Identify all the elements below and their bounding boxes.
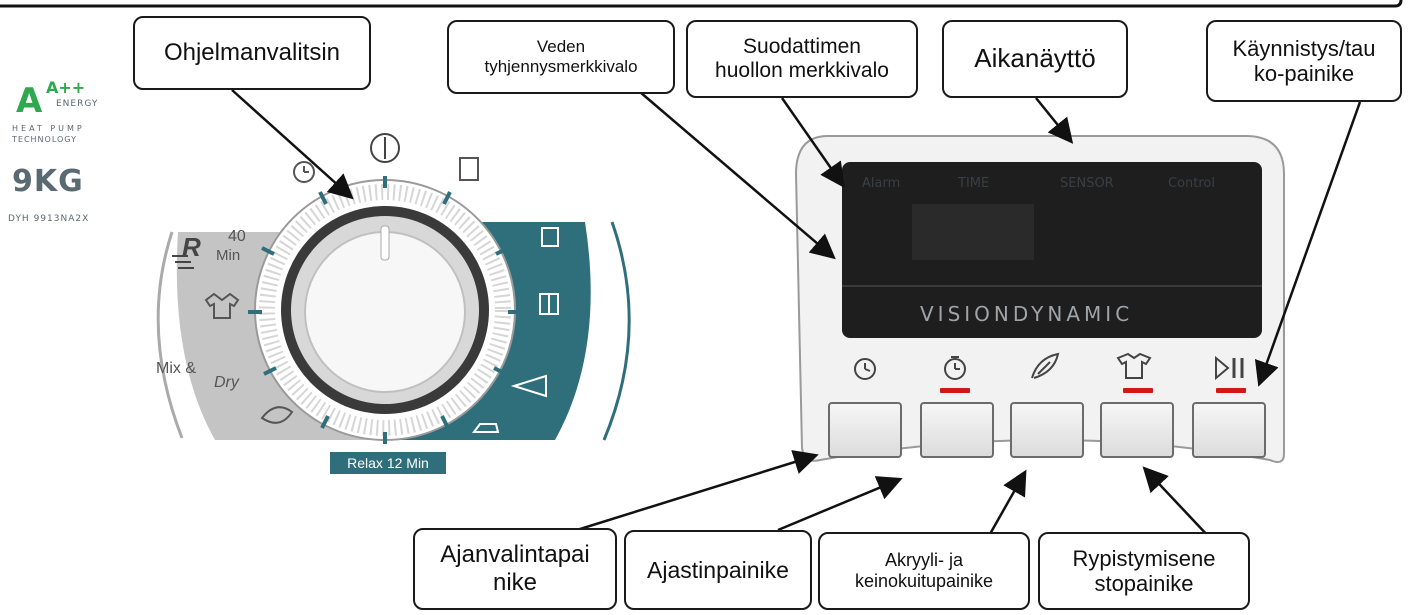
callout-program-selector: Ohjelmanvalitsin xyxy=(133,16,371,90)
timer-button[interactable] xyxy=(920,402,994,458)
capacity-label: 9KG xyxy=(12,164,84,199)
callout-time-display-text: Aikanäyttö xyxy=(974,43,1096,74)
energy-a-icon: A xyxy=(16,81,43,121)
callout-time-select-line2: nike xyxy=(492,569,538,596)
arrow-wrinkle xyxy=(1142,466,1211,539)
timer-led xyxy=(940,388,970,393)
callout-start-pause-line2: ko-painike xyxy=(1253,61,1355,86)
time-select-button[interactable] xyxy=(828,402,902,458)
lcd-label-alarm: Alarm xyxy=(862,176,901,191)
callout-filter-line2: huollon merkkivalo xyxy=(715,59,889,82)
dial-quick-icon xyxy=(172,255,194,269)
arrow-timer-button xyxy=(777,476,903,532)
callout-time-select: Ajanvalintapai nike xyxy=(413,528,617,610)
clock-icon xyxy=(854,358,876,380)
wrinkle-led xyxy=(1123,388,1153,393)
dial-label-40: 40 xyxy=(228,228,246,245)
callout-timer-button-text: Ajastinpainike xyxy=(647,556,789,583)
start-led xyxy=(1216,388,1246,393)
callout-acrylic-line1: Akryyli- ja xyxy=(884,550,963,571)
dial-label-min: Min xyxy=(216,247,241,264)
model-number: DYH 9913NA2X xyxy=(8,214,90,224)
callout-water-drain-line2: tyhjennysmerkkivalo xyxy=(484,57,638,76)
callout-program-selector-text: Ohjelmanvalitsin xyxy=(163,39,341,67)
dial-label-mix: Mix & xyxy=(156,360,196,377)
dial-leaf-icon xyxy=(260,406,294,424)
program-dial xyxy=(156,133,631,444)
callout-time-display: Aikanäyttö xyxy=(942,20,1128,98)
arrow-time-display xyxy=(1035,97,1074,144)
lcd-label-time: TIME xyxy=(958,176,990,191)
arrow-filter xyxy=(780,97,845,189)
callout-acrylic: Akryyli- ja keinokuitupainike xyxy=(818,532,1030,610)
svg-text:A: A xyxy=(16,81,43,120)
dial-clock-icon xyxy=(293,161,315,183)
energy-word: ENERGY xyxy=(56,99,99,109)
power-off-icon xyxy=(370,133,400,163)
dial-pointer xyxy=(380,225,390,261)
arrow-acrylic xyxy=(988,469,1027,535)
control-panel-body xyxy=(794,135,1285,463)
play-pause-icon xyxy=(1215,355,1244,381)
dial-label-dry: Dry xyxy=(214,374,239,391)
arrow-water-drain xyxy=(639,91,836,260)
dial-shirt-dry-icon xyxy=(541,227,559,247)
dial-label-r: R xyxy=(182,232,201,262)
dial-iron-icon xyxy=(472,423,500,433)
callout-acrylic-line2: keinokuitupainike xyxy=(854,571,994,591)
dial-shirt-icon xyxy=(204,292,240,319)
energy-class-text: A++ xyxy=(46,78,86,97)
callout-water-drain: Veden tyhjennysmerkkivalo xyxy=(447,20,675,94)
top-frame xyxy=(0,0,1403,8)
timer-icon xyxy=(944,356,966,380)
dial-outer-arc-left xyxy=(156,231,184,439)
relax-label-text: Relax 12 Min xyxy=(347,455,429,471)
callout-timer-button: Ajastinpainike xyxy=(624,530,812,610)
panel-brand-name: VISIONDYNAMIC xyxy=(920,302,1134,326)
dial-cupboard-icon xyxy=(459,157,479,181)
wrinkle-stop-button[interactable] xyxy=(1100,402,1174,458)
acrylic-button[interactable] xyxy=(1010,402,1084,458)
callout-start-pause: Käynnistys/tau ko-painike xyxy=(1206,20,1402,102)
lcd-time-window xyxy=(912,204,1034,260)
callout-wrinkle: Rypistymisene stopainike xyxy=(1038,532,1250,610)
callout-time-select-line1: Ajanvalintapai xyxy=(440,541,590,569)
lcd-label-sensor: SENSOR xyxy=(1060,176,1114,191)
relax-label: Relax 12 Min xyxy=(330,452,446,474)
shirt-icon xyxy=(1116,352,1152,379)
feather-icon xyxy=(1031,352,1060,379)
dial-outer-arc-right xyxy=(602,221,631,441)
energy-logo: A A++ ENERGY xyxy=(12,78,122,121)
callout-water-drain-line1: Veden xyxy=(536,37,586,57)
heat-pump-line2: TECHNOLOGY xyxy=(12,135,77,144)
callout-wrinkle-line1: Rypistymisene xyxy=(1072,545,1216,571)
dial-hanger-icon xyxy=(510,374,547,398)
start-pause-button[interactable] xyxy=(1192,402,1266,458)
callout-filter-line1: Suodattimen xyxy=(743,34,861,58)
lcd-label-control: Control xyxy=(1168,176,1215,191)
heat-pump-line1: HEAT PUMP xyxy=(12,124,85,133)
arrow-start-pause xyxy=(1254,101,1362,387)
arrow-program-selector xyxy=(231,89,354,200)
callout-filter: Suodattimen huollon merkkivalo xyxy=(686,20,918,98)
callout-start-pause-line1: Käynnistys/tau xyxy=(1232,35,1376,61)
callout-wrinkle-line2: stopainike xyxy=(1094,571,1194,596)
